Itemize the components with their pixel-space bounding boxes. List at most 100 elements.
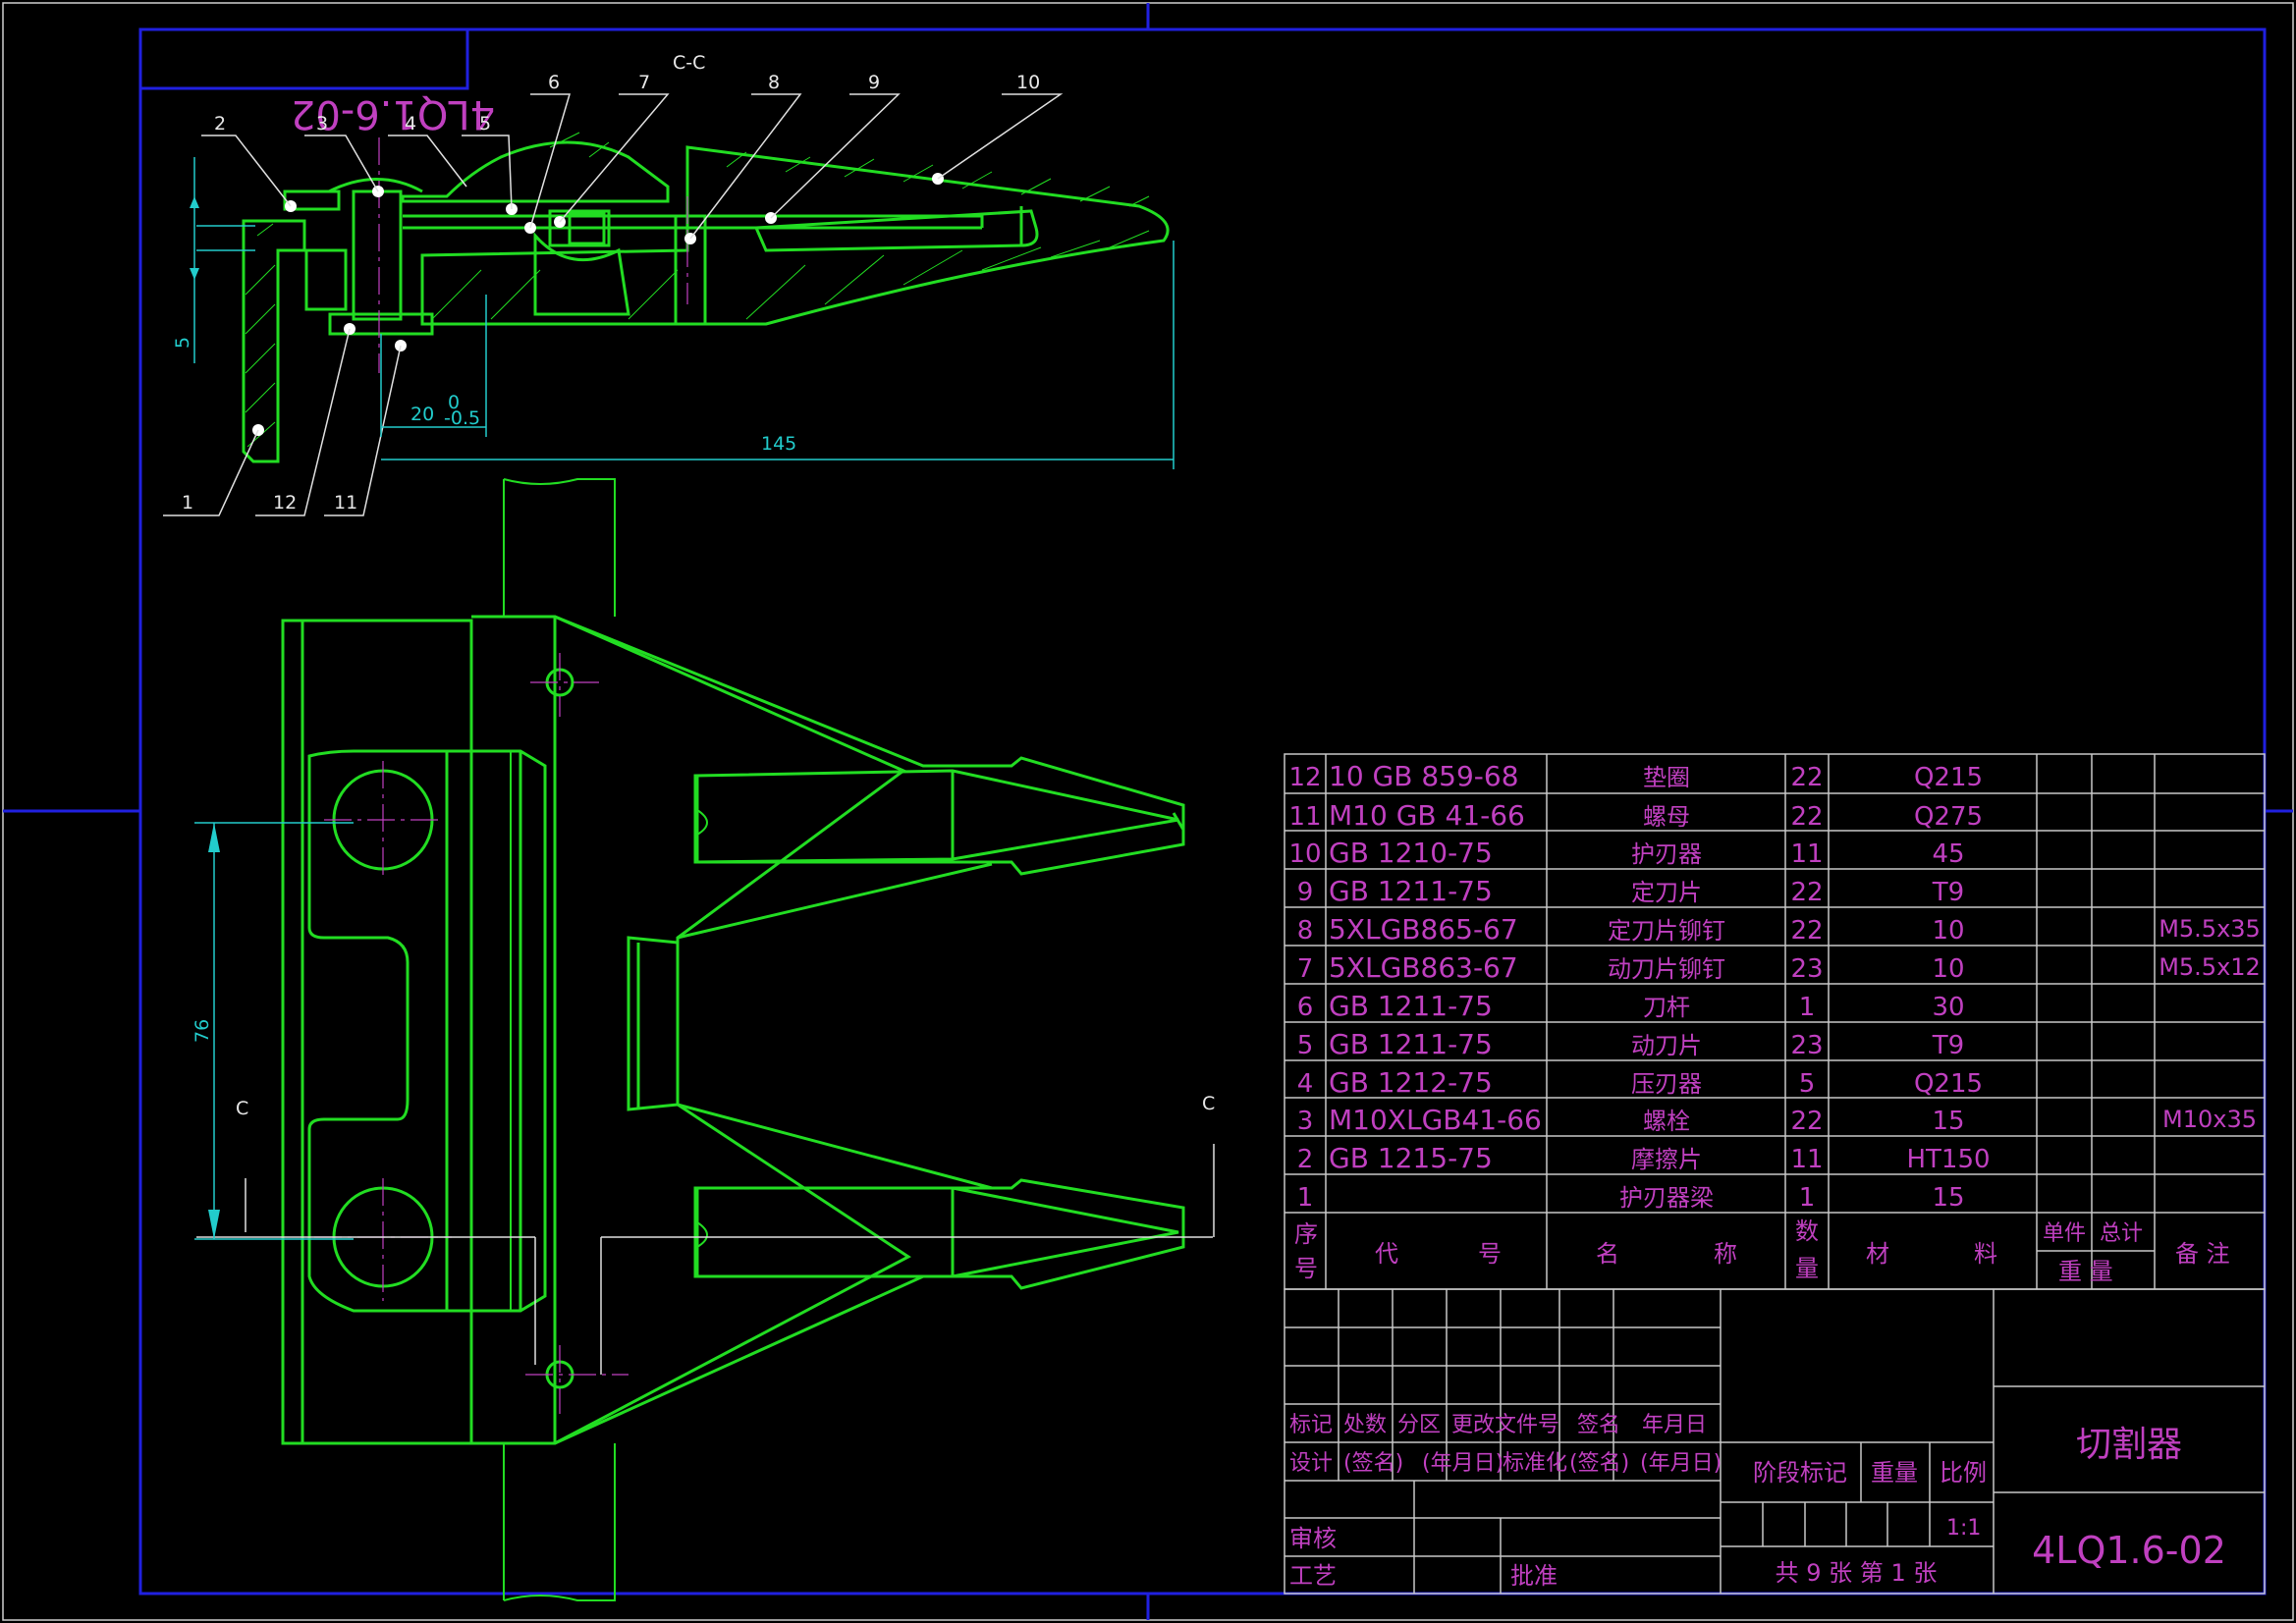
tb-code: 4LQ1.6-02 [2032,1529,2226,1572]
section-cc-view: C-C [163,52,1175,516]
bom-row-no: 7 [1297,954,1314,984]
bom-row-material: 10 [1932,916,1964,946]
tb-row1-cell: 标记 [1289,1413,1333,1437]
dim-20-tol-lower: -0.5 [444,407,480,429]
bom-row-material: T9 [1932,878,1964,907]
bom-row-code: 10 GB 859-68 [1329,760,1519,792]
balloon-9: 9 [868,72,880,93]
bom-hdr-weight: 重 量 [2058,1258,2113,1285]
bom-row-qty: 22 [1790,878,1823,907]
tb-title: 切割器 [2076,1425,2182,1465]
bom-row-qty: 23 [1790,1031,1823,1060]
bom-hdr-total: 总计 [2100,1221,2143,1246]
bom-row-name: 摩擦片 [1631,1146,1702,1173]
bom-hdr-mat-a: 材 [1866,1240,1889,1268]
bom-row-material: 10 [1932,954,1964,984]
bom-hdr-unit: 单件 [2043,1221,2086,1246]
bom-row-qty: 11 [1790,1145,1823,1174]
bom-row-no: 4 [1297,1069,1314,1099]
dim-76: 76 [191,1019,213,1043]
balloon-6: 6 [548,72,560,93]
balloon-8: 8 [768,72,780,93]
tb-row2-cell: (签名) [1569,1451,1629,1476]
bom-row-material: HT150 [1906,1145,1990,1174]
balloon-12: 12 [273,492,297,514]
bom-row-name: 动刀片铆钉 [1608,955,1725,983]
bom-row-name: 螺栓 [1643,1108,1690,1135]
bom-row-name: 动刀片 [1631,1032,1702,1059]
bom-row-note: M10x35 [2162,1106,2257,1133]
bom-row-material: Q215 [1914,763,1983,792]
tb-approve: 批准 [1510,1562,1558,1590]
bom-row-note: M5.5x35 [2159,915,2261,943]
bom-row-qty: 22 [1790,763,1823,792]
dim-20-tol-upper: 0 [448,392,460,413]
tb-row1-cell: 更改文件号 [1451,1413,1559,1437]
balloon-1: 1 [182,492,193,514]
bom-row-no: 10 [1288,839,1321,869]
bom-row-material: 15 [1932,1107,1964,1136]
bom-row-material: T9 [1932,1031,1964,1060]
bom-hdr-qty-bottom: 量 [1795,1255,1819,1282]
bom-row-no: 3 [1297,1107,1314,1136]
balloon-7: 7 [638,72,650,93]
bom-hdr-no-top: 序 [1294,1220,1318,1248]
bom-row-no: 11 [1288,802,1321,832]
bom-row-code: GB 1212-75 [1329,1066,1493,1099]
bom-row-code: 5XLGB863-67 [1329,951,1518,984]
tb-sheets: 共 9 张 第 1 张 [1776,1559,1938,1587]
tb-scale: 1:1 [1946,1516,1981,1541]
bom-row-code: GB 1211-75 [1329,990,1493,1022]
tb-ratio: 比例 [1940,1459,1987,1487]
bom-row-name: 护刃器梁 [1619,1184,1714,1212]
bom-row-qty: 5 [1799,1069,1816,1099]
tb-row2-cell: (签名) [1343,1451,1403,1476]
bom-row-material: 45 [1932,839,1964,869]
mirrored-code-box: 4LQ1.6-02 [138,27,495,136]
bom-row-name: 垫圈 [1643,764,1690,791]
dim-5: 5 [172,337,193,349]
dim-145: 145 [761,433,796,455]
bom-hdr-name-b: 称 [1714,1240,1737,1268]
tb-row2-cell: (年月日) [1422,1451,1503,1476]
tb-row2-cell: 标准化 [1503,1451,1567,1476]
bom-row-name: 压刃器 [1631,1070,1702,1098]
bom-row-material: Q215 [1914,1069,1983,1099]
bom-row-code: 5XLGB865-67 [1329,913,1518,946]
bom-row-code: GB 1210-75 [1329,837,1493,869]
balloon-4: 4 [405,113,416,135]
bom-row-no: 6 [1297,993,1314,1022]
section-label: C-C [673,52,705,74]
bom-row-note: M5.5x12 [2159,953,2261,981]
bom-row-name: 定刀片 [1631,879,1702,906]
bom-row-qty: 23 [1790,954,1823,984]
bom-row-qty: 1 [1799,1183,1816,1213]
bom-row-qty: 1 [1799,993,1816,1022]
bom-row-no: 8 [1297,916,1314,946]
bom-row-no: 2 [1297,1145,1314,1174]
tb-row1-cell: 年月日 [1642,1413,1707,1437]
section-mark-right: C [1202,1093,1215,1114]
bom-row-material: Q275 [1914,802,1983,832]
bom-row-code: M10XLGB41-66 [1329,1104,1542,1136]
bom-row-name: 护刃器 [1631,840,1702,868]
bom-row-qty: 11 [1790,839,1823,869]
bom-row-qty: 22 [1790,1107,1823,1136]
bom-row-qty: 22 [1790,802,1823,832]
bom-row-qty: 22 [1790,916,1823,946]
tb-review: 审核 [1289,1525,1337,1552]
bom-row-name: 刀杆 [1643,994,1690,1021]
bom-row-name: 定刀片铆钉 [1608,917,1725,945]
tb-row2-cell: (年月日) [1640,1451,1722,1476]
dim-20: 20 [410,404,434,425]
bom-row-no: 1 [1297,1183,1314,1213]
tb-row2-cell: 设计 [1289,1451,1333,1476]
tb-weight: 重量 [1871,1459,1918,1487]
bom-hdr-qty-top: 数 [1795,1217,1819,1245]
bom-hdr-mat-b: 料 [1974,1240,1997,1268]
balloon-5: 5 [479,113,491,135]
bom-row-material: 30 [1932,993,1964,1022]
bom-row-code: GB 1215-75 [1329,1142,1493,1174]
balloon-11: 11 [334,492,357,514]
